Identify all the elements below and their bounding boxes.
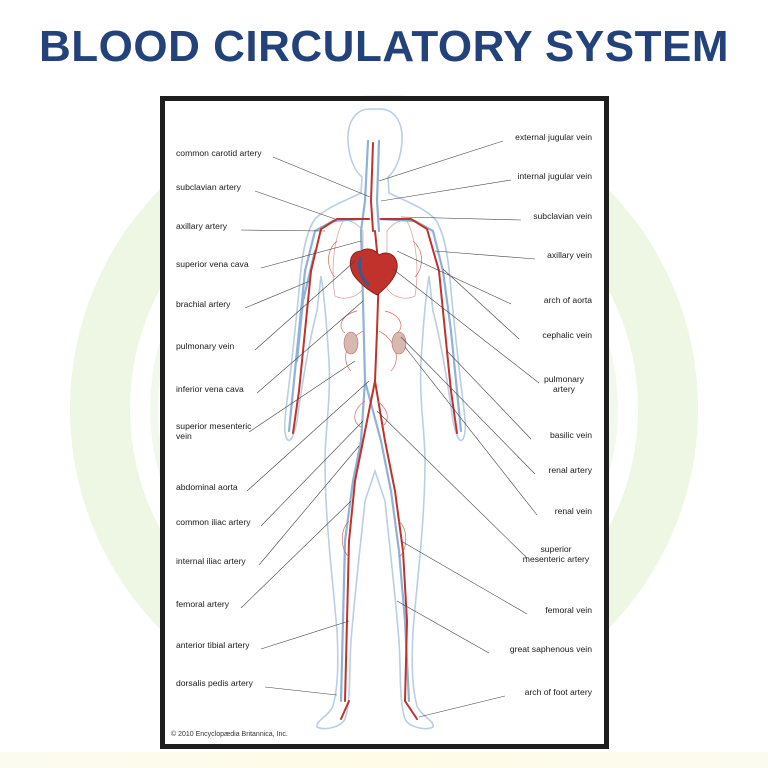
label-internal-jugular-vein: internal jugular vein	[517, 171, 592, 181]
label-pulmonary-vein: pulmonary vein	[176, 341, 235, 351]
label-axillary-artery: axillary artery	[176, 221, 228, 231]
label-renal-vein: renal vein	[554, 506, 592, 516]
lungs	[332, 220, 418, 299]
label-great-saphenous-vein: great saphenous vein	[509, 644, 592, 654]
label-internal-iliac-artery: internal iliac artery	[176, 556, 246, 566]
label-superior-vena-cava: superior vena cava	[176, 259, 249, 269]
page-title: BLOOD CIRCULATORY SYSTEM	[39, 22, 729, 71]
label-brachial-artery: brachial artery	[176, 299, 231, 309]
label-common-iliac-artery: common iliac artery	[176, 517, 251, 527]
kidneys	[343, 331, 407, 355]
label-anterior-tibial-artery: anterior tibial artery	[176, 640, 250, 650]
label-abdominal-aorta: abdominal aorta	[176, 482, 238, 492]
label-femoral-vein: femoral vein	[545, 605, 592, 615]
veins	[287, 139, 463, 703]
footer-strip	[0, 752, 768, 768]
label-axillary-vein: axillary vein	[547, 250, 592, 260]
label-external-jugular-vein: external jugular vein	[515, 132, 592, 142]
label-cephalic-vein: cephalic vein	[542, 330, 592, 340]
copyright-notice: © 2010 Encyclopædia Britannica, Inc.	[171, 731, 288, 738]
label-subclavian-artery: subclavian artery	[176, 182, 241, 192]
vessel-network	[328, 240, 422, 558]
heart	[349, 248, 398, 296]
label-inferior-vena-cava: inferior vena cava	[176, 384, 244, 394]
leader-lines-right	[376, 140, 540, 718]
label-common-carotid-artery: common carotid artery	[176, 148, 262, 158]
label-arch-of-aorta: arch of aorta	[543, 295, 592, 305]
arteries	[292, 142, 458, 720]
label-arch-of-foot-artery: arch of foot artery	[524, 687, 592, 697]
label-subclavian-vein: subclavian vein	[533, 211, 592, 221]
label-renal-artery: renal artery	[548, 465, 592, 475]
body-outline	[283, 108, 467, 730]
label-femoral-artery: femoral artery	[176, 599, 230, 609]
circulatory-diagram-poster: common carotid artery subclavian artery …	[160, 96, 609, 749]
label-basilic-vein: basilic vein	[549, 430, 592, 440]
label-dorsalis-pedis-artery: dorsalis pedis artery	[176, 678, 253, 688]
body-illustration	[240, 108, 540, 730]
leader-lines-left	[240, 156, 371, 696]
